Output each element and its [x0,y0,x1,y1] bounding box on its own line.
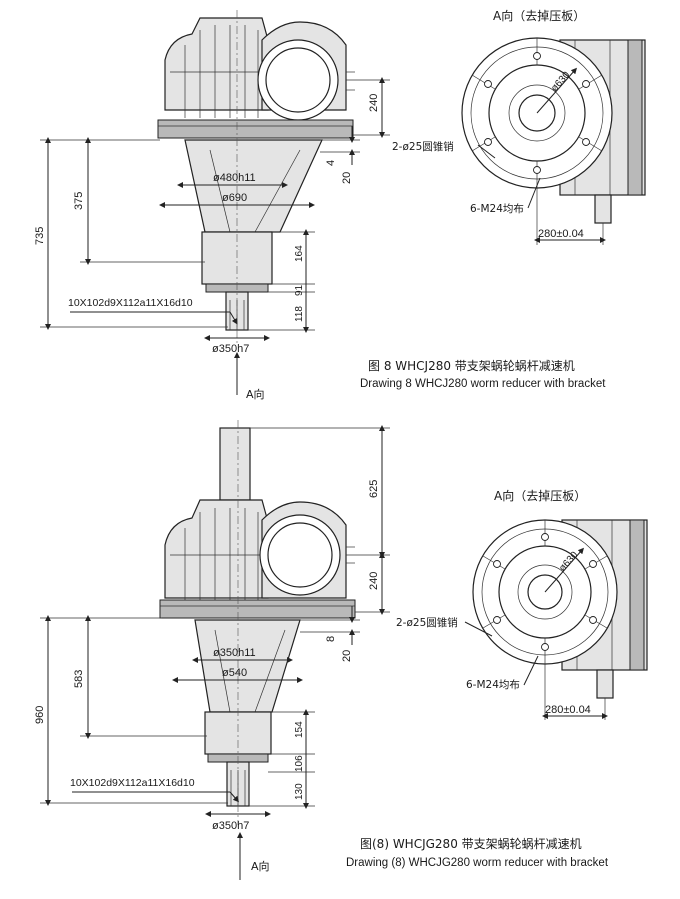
dim-240: 240 [368,94,380,112]
arrow-label: A向 [251,859,270,873]
worm-bore-inner [267,522,333,588]
caption-en: Drawing (8) WHCJG280 worm reducer with b… [346,857,609,869]
dim-4: 4 [325,160,337,166]
dims-right-1: 240 4 20 164 91 118 [248,77,390,333]
dim-20: 20 [341,650,353,662]
worm-shaft-stub [596,669,614,699]
dim-8: 8 [325,636,337,642]
dims-left-1: 375 735 [34,137,228,330]
dims-horizontal-2: ø350h11 ø540 10X102d9X112a11X16d10 ø350h… [70,647,303,832]
bracket [194,619,301,713]
radial-ribs [471,38,603,188]
dim-dia-350h7: ø350h7 [212,343,249,355]
dim-dia-690: ø690 [222,192,247,204]
side-elevation-view-1 [157,10,355,345]
dim-offset: 280±0.04 [538,228,584,240]
dim-154: 154 [294,721,305,738]
dims-horizontal-1: ø480h11 ø690 10X102d9X112a11X16d10 ø350h… [68,172,315,355]
bolt-holes [493,533,597,651]
view-label: A向（去掉压板） [493,8,585,23]
dim-625: 625 [368,480,380,498]
gear-housing [164,499,269,599]
dims-left-2: 583 960 [34,615,228,806]
dim-dia-540: ø540 [222,667,247,679]
dim-20: 20 [341,172,353,184]
end-view-a-1: A向（去掉压板） ø630 2-ø25圆锥销 [392,8,646,245]
dim-dia-350h7: ø350h7 [212,820,249,832]
dim-spline: 10X102d9X112a11X16d10 [68,297,193,309]
drawing-2: 625 240 8 20 154 106 130 583 960 [34,420,648,880]
dim-118: 118 [294,306,305,322]
dim-dia-350h11: ø350h11 [213,647,256,659]
view-arrow-1: A向 [234,352,265,401]
dim-106: 106 [294,755,305,772]
gear-housing [164,17,269,111]
mounting-flange [159,599,356,619]
dim-583: 583 [73,670,85,688]
bolt-holes [484,52,590,174]
pin-callout: 2-ø25圆锥销 [392,140,454,153]
mounting-flange [157,119,354,139]
caption-cn: 图(8) WHCJG280 带支架蜗轮蜗杆减速机 [360,836,582,851]
dim-dia-480h11: ø480h11 [213,172,256,184]
dim-offset: 280±0.04 [545,704,591,716]
dim-164: 164 [294,245,305,262]
caption-en: Drawing 8 WHCJ280 worm reducer with brac… [360,378,606,390]
dim-375: 375 [73,192,85,210]
side-elevation-view-2 [159,420,356,825]
dim-735: 735 [34,227,46,245]
end-view-a-2: A向（去掉压板） ø630 2-ø25圆锥销 [396,488,648,720]
dim-130: 130 [294,783,305,800]
worm-shaft-stub [594,194,612,224]
view-arrow-2: A向 [237,832,270,880]
bracket [184,139,323,233]
housing-ribs [170,508,262,600]
dim-spline: 10X102d9X112a11X16d10 [70,777,195,789]
bolt-callout: 6-M24均布 [470,203,524,215]
input-shaft [219,427,251,501]
drawing-1: 240 4 20 164 91 118 375 735 [34,8,646,401]
view-label: A向（去掉压板） [494,488,586,503]
caption-cn: 图 8 WHCJ280 带支架蜗轮蜗杆减速机 [368,358,575,373]
pin-callout: 2-ø25圆锥销 [396,616,458,629]
arrow-label: A向 [246,387,265,401]
dim-91: 91 [294,284,305,296]
worm-bore-inner [265,47,331,113]
dim-240: 240 [368,572,380,590]
dim-960: 960 [34,706,46,724]
dims-right-2: 625 240 8 20 154 106 130 [249,425,390,809]
bolt-callout: 6-M24均布 [466,679,520,691]
